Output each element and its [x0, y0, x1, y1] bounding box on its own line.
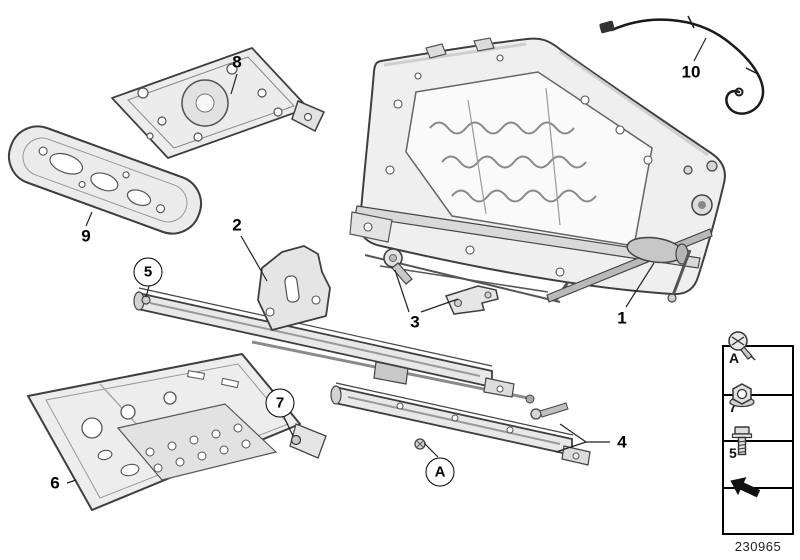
legend-row-7: 7: [724, 382, 792, 441]
callout-part-4[interactable]: 4: [617, 434, 626, 451]
legend-row-a: A: [724, 331, 792, 394]
part-2-seat-rail-inner: [133, 245, 535, 404]
callout-label: 10: [681, 62, 701, 82]
hex-bolt-icon: [731, 426, 753, 456]
callout-a[interactable]: A: [425, 457, 455, 487]
part-8-crossmember-plate: [111, 47, 326, 159]
fastener-legend: A 7 5: [722, 331, 794, 535]
callout-label: 9: [81, 226, 91, 246]
callout-part-3[interactable]: 3: [410, 314, 419, 331]
callout-label: A: [434, 463, 446, 481]
part-9-trim-panel: [8, 125, 202, 235]
callout-part-2[interactable]: 2: [232, 217, 241, 234]
leader-lines: [66, 37, 707, 484]
legend-label: A: [729, 350, 740, 366]
callout-label: 2: [232, 215, 242, 235]
callout-label: 6: [50, 473, 60, 493]
callout-part-1[interactable]: 1: [617, 310, 626, 327]
callout-label: 8: [232, 52, 242, 72]
legend-label: 7: [729, 398, 737, 415]
callout-part-8[interactable]: 8: [232, 54, 241, 71]
part-6-underfloor-panel: [27, 353, 327, 511]
legend-row-arrow: [724, 476, 792, 534]
callout-part-5[interactable]: 5: [133, 257, 163, 287]
callout-part-6[interactable]: 6: [50, 475, 59, 492]
part-4-seat-rail-outer: [330, 382, 591, 466]
callout-label: 7: [275, 394, 285, 412]
flange-nut-icon: [729, 382, 755, 407]
doc-number: 230965: [734, 539, 782, 554]
callout-label: 5: [143, 263, 153, 281]
part-10-cable: [599, 15, 765, 115]
callout-part-9[interactable]: 9: [81, 228, 90, 245]
oval-head-screw-icon: [728, 331, 756, 361]
legend-row-5: 5: [724, 426, 792, 487]
callout-part-10[interactable]: 10: [682, 64, 701, 81]
direction-arrow-icon: [730, 476, 761, 497]
callout-label: 3: [410, 312, 420, 332]
callout-label: 4: [617, 432, 627, 452]
legend-label: 5: [729, 445, 737, 461]
part-3-fastener-set: [383, 248, 499, 315]
part-1-seat-frame: [349, 37, 726, 303]
callout-label: 1: [617, 308, 627, 328]
callout-part-7[interactable]: 7: [265, 388, 295, 418]
